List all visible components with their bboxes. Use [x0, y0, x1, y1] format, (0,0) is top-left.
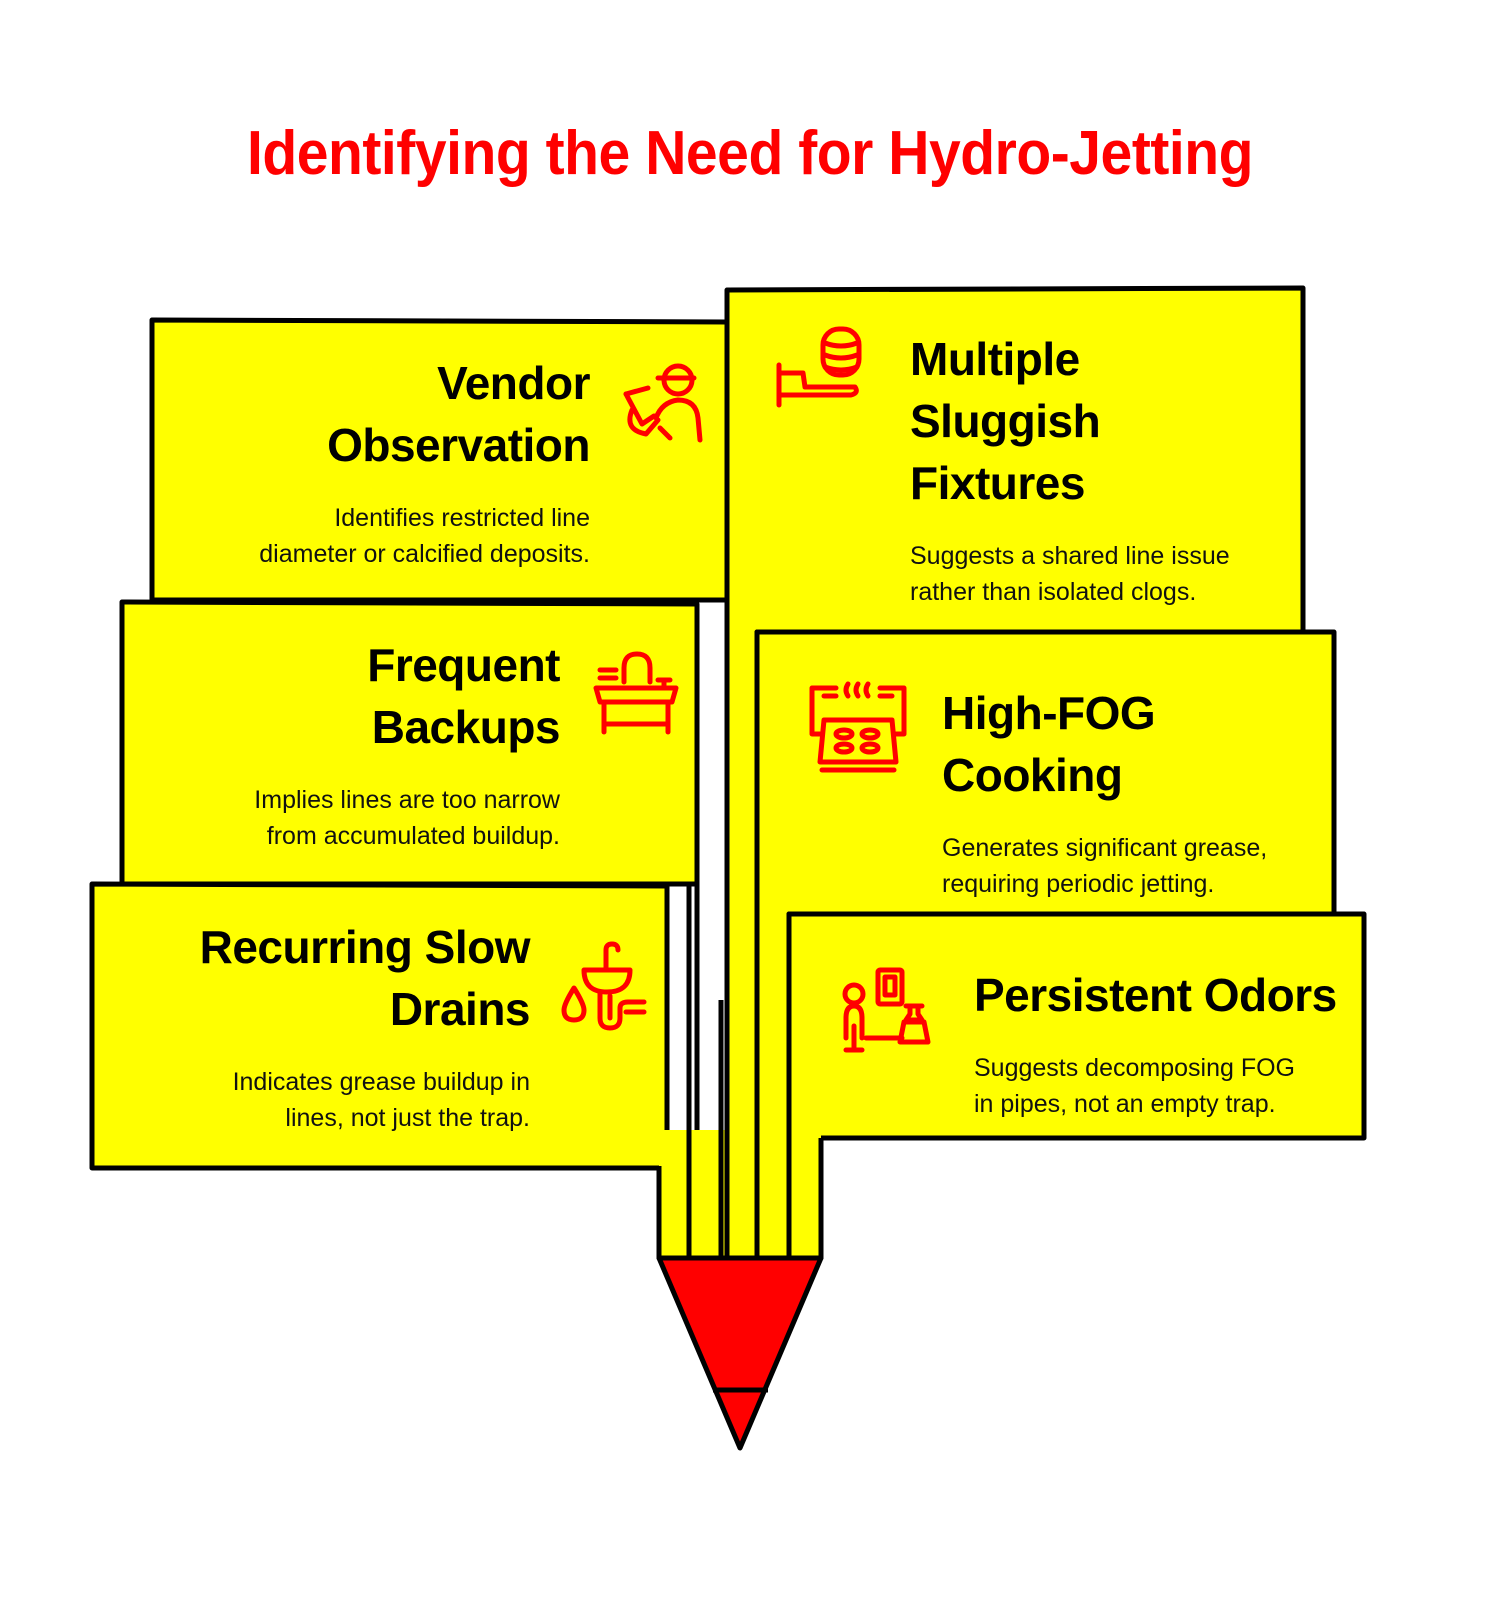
card-description: Generates significant grease,requiring p…	[942, 834, 1268, 898]
inspector-clipboard-icon	[623, 363, 703, 443]
sink-drain-pipe-icon	[561, 941, 647, 1031]
sink-vanity-icon	[593, 651, 679, 735]
card-heading: Persistent Odors	[974, 969, 1337, 1021]
card-persistent-odors: Persistent Odors Suggests decomposing FO…	[974, 964, 1394, 1122]
coins-hand-icon	[776, 326, 862, 408]
box-frequent-backups	[119, 599, 700, 1261]
cooktop-steam-icon	[809, 681, 907, 773]
page-title: Identifying the Need for Hydro-Jetting	[246, 119, 1254, 188]
person-device-icon	[842, 967, 931, 1053]
pencil-tip	[656, 1255, 824, 1451]
